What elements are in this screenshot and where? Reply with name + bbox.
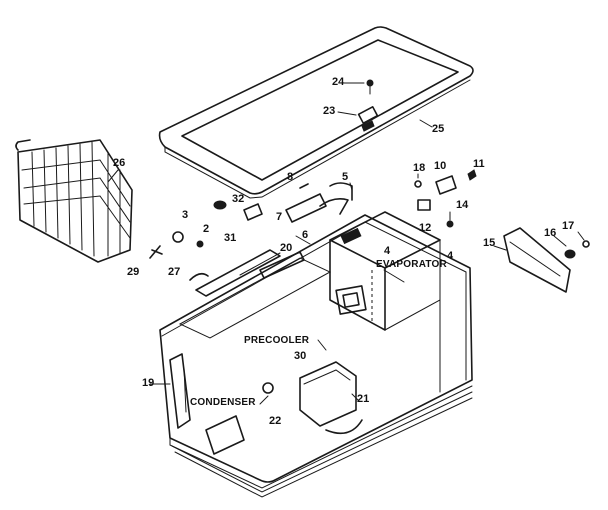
- label-19: 19: [142, 377, 155, 389]
- label-condenser: CONDENSER: [190, 397, 256, 408]
- label-10: 10: [434, 160, 447, 172]
- label-3: 3: [182, 209, 189, 221]
- label-21: 21: [357, 393, 370, 405]
- label-6: 6: [302, 229, 309, 241]
- thermostat-parts: [414, 169, 477, 228]
- label-30: 30: [294, 350, 307, 362]
- lid-part-25: [158, 26, 474, 199]
- leader-lines: [107, 82, 585, 405]
- label-23: 23: [323, 105, 336, 117]
- label-12: 12: [419, 222, 432, 234]
- label-24: 24: [332, 76, 345, 88]
- label-11: 11: [473, 158, 485, 170]
- compressor-area: [262, 361, 363, 435]
- label-18: 18: [413, 162, 426, 174]
- cabinet-body: [159, 211, 473, 498]
- label-2: 2: [203, 223, 210, 235]
- latch-part-23: [357, 106, 379, 132]
- label-25: 25: [432, 123, 445, 135]
- label-7: 7: [276, 211, 283, 223]
- label-precooler: PRECOOLER: [244, 335, 310, 346]
- label-16: 16: [544, 227, 557, 239]
- label-4: 4: [384, 245, 391, 257]
- label-4b: 4: [447, 250, 454, 262]
- screw-part-24: [366, 79, 374, 95]
- label-14: 14: [456, 199, 469, 211]
- label-5: 5: [342, 171, 349, 183]
- label-8: 8: [287, 171, 294, 183]
- label-26: 26: [113, 157, 126, 169]
- condenser-part-19: [169, 353, 245, 455]
- label-20: 20: [280, 242, 293, 254]
- control-panel-part-15: [503, 227, 590, 293]
- label-31: 31: [224, 232, 237, 244]
- label-27: 27: [168, 266, 181, 278]
- label-17: 17: [562, 220, 575, 232]
- hardware-parts: [149, 182, 353, 297]
- label-29: 29: [127, 266, 140, 278]
- label-22: 22: [269, 415, 282, 427]
- label-15: 15: [483, 237, 496, 249]
- basket-part-26: [15, 139, 133, 263]
- label-evaporator: EVAPORATOR: [376, 259, 447, 270]
- label-32: 32: [232, 193, 245, 205]
